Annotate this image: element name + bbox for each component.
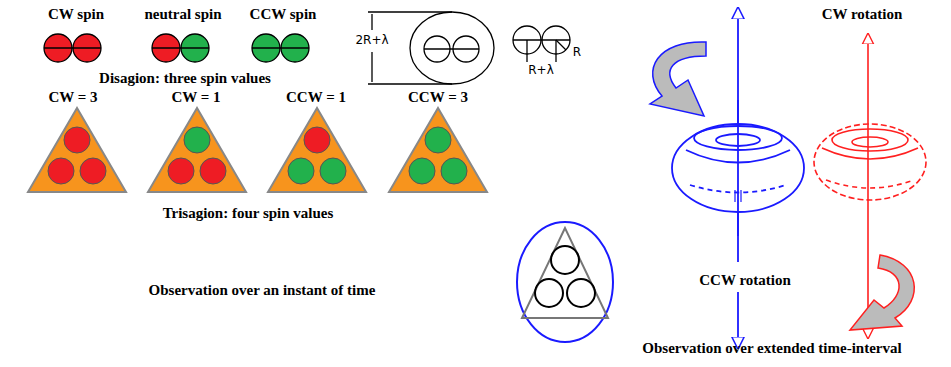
- section-caption: Trisagion: four spin values: [163, 205, 334, 222]
- spin-value: CCW = 3: [408, 89, 468, 106]
- dimension: R: [572, 46, 582, 59]
- observation-caption: Observation over an instant of time: [149, 282, 376, 299]
- dimension: R+λ: [527, 64, 555, 77]
- rotation-label: CW rotation: [822, 6, 903, 23]
- spin-value: CCW = 1: [286, 89, 346, 106]
- rotation-label: CCW rotation: [699, 272, 791, 289]
- spin-value: CW = 3: [48, 89, 97, 106]
- section-caption: Disagion: three spin values: [99, 70, 271, 87]
- observation-caption: Observation over extended time-interval: [642, 340, 901, 357]
- dimension: 2R+λ: [354, 34, 389, 47]
- spin-heading: CW spin: [48, 6, 104, 23]
- spin-heading: CCW spin: [250, 6, 317, 23]
- spin-value: CW = 1: [171, 89, 220, 106]
- spin-heading: neutral spin: [144, 6, 221, 23]
